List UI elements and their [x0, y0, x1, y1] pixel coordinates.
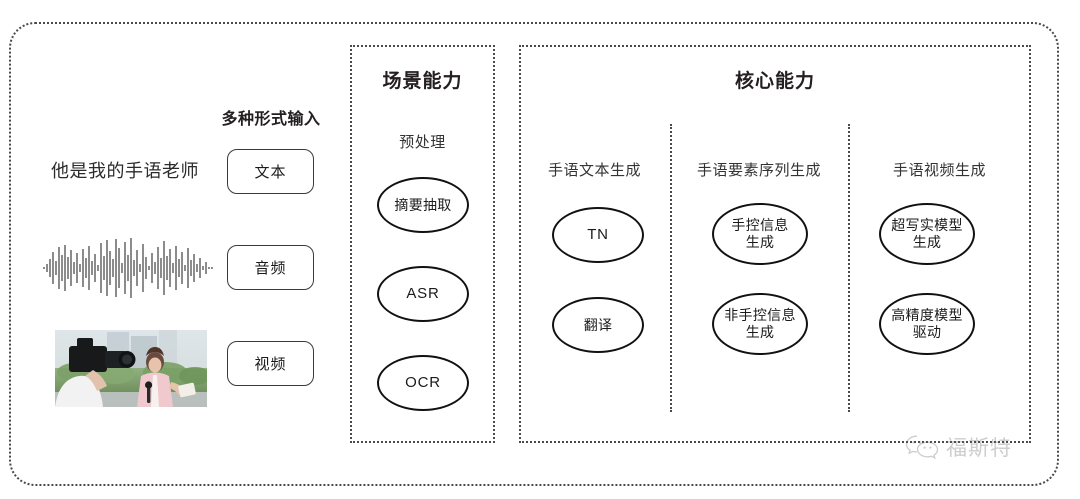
wechat-icon — [905, 435, 939, 460]
watermark-text: 福斯特 — [946, 437, 1012, 460]
node-core-1-1[interactable]: 非手控信息 生成 — [712, 293, 808, 355]
modality-button-text[interactable]: 文本 — [227, 149, 314, 194]
node-core-1-0[interactable]: 手控信息 生成 — [712, 203, 808, 265]
node-scene-2[interactable]: OCR — [377, 355, 469, 411]
input-panel-heading: 多种形式输入 — [221, 111, 321, 128]
core-column-divider-1 — [670, 124, 672, 412]
node-core-2-1[interactable]: 高精度模型 驱动 — [879, 293, 975, 355]
core-column-label-2: 手语视频生成 — [892, 162, 986, 179]
core-column-label-1: 手语要素序列生成 — [696, 162, 821, 179]
outer-frame — [9, 22, 1059, 486]
scene-capability-title: 场景能力 — [382, 71, 463, 92]
watermark: 福斯特 — [905, 430, 1012, 464]
sample-input-text: 他是我的手语老师 — [51, 161, 199, 181]
video-thumbnail — [55, 330, 207, 407]
core-column-label-0: 手语文本生成 — [547, 162, 641, 179]
modality-button-audio[interactable]: 音频 — [227, 245, 314, 290]
core-capability-box — [519, 45, 1031, 443]
node-scene-0[interactable]: 摘要抽取 — [377, 177, 469, 233]
modality-button-video[interactable]: 视频 — [227, 341, 314, 386]
core-column-divider-2 — [848, 124, 850, 412]
core-capability-title: 核心能力 — [734, 71, 815, 92]
node-core-0-0[interactable]: TN — [552, 207, 644, 263]
node-scene-1[interactable]: ASR — [377, 266, 469, 322]
scene-capability-box — [350, 45, 495, 443]
audio-waveform-icon — [43, 238, 213, 298]
node-core-2-0[interactable]: 超写实模型 生成 — [879, 203, 975, 265]
scene-sublabel-preprocess: 预处理 — [399, 134, 446, 151]
node-core-0-1[interactable]: 翻译 — [552, 297, 644, 353]
